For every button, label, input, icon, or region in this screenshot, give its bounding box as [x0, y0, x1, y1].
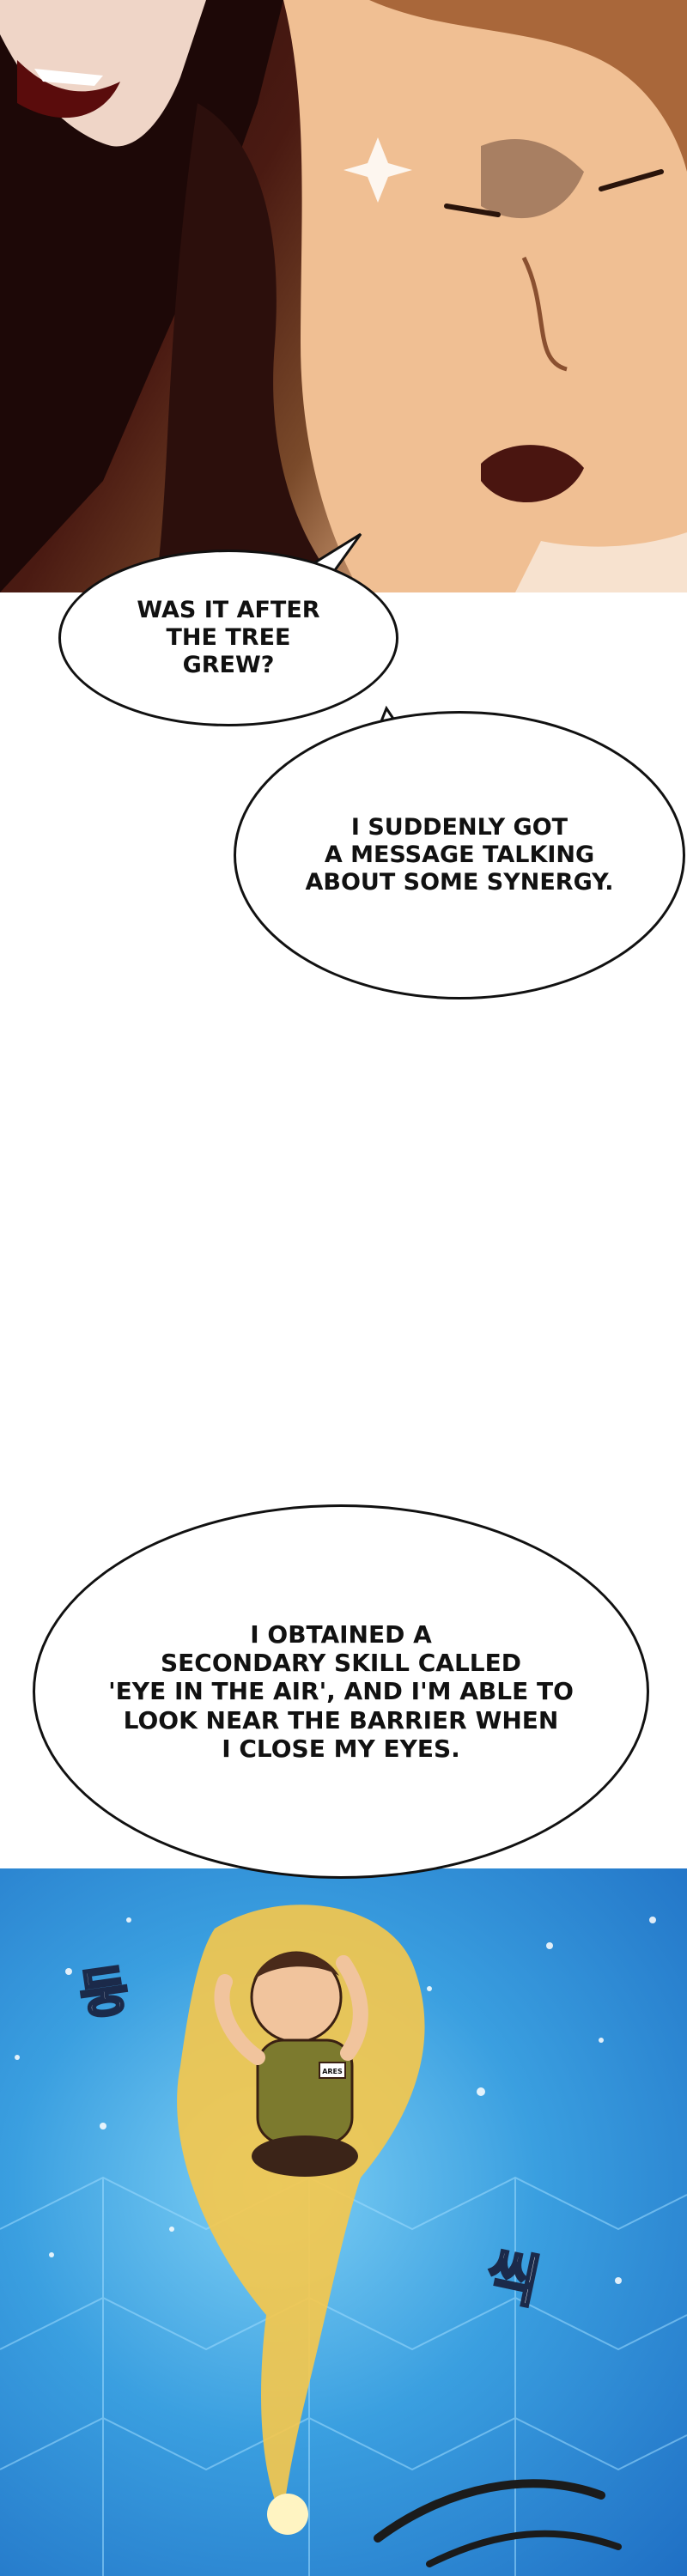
speech-bubble-3-text: I OBTAINED A SECONDARY SKILL CALLED 'EYE…	[108, 1620, 574, 1763]
light-point	[267, 2494, 308, 2535]
chibi-legs-shape	[252, 2136, 358, 2177]
speech-bubble-2-text: I SUDDENLY GOT A MESSAGE TALKING ABOUT S…	[305, 814, 614, 896]
open-mouth-shape	[481, 445, 584, 503]
sparkle-icon	[344, 137, 412, 203]
chibi-hair-shape	[253, 1952, 339, 1980]
motion-stroke-2	[426, 2530, 622, 2567]
left-mouth-shape	[17, 60, 120, 118]
glow-aura-shape	[177, 1905, 425, 2521]
top-panel-artwork	[0, 0, 687, 592]
chibi-arm-right	[336, 1955, 368, 2061]
closed-eye-right	[599, 169, 664, 191]
sparkle-particles	[15, 1917, 656, 2284]
hair-shape	[369, 0, 687, 172]
chibi-badge-text: ARES	[322, 2068, 343, 2075]
chibi-body-shape	[256, 2038, 354, 2145]
speech-bubble-3: I OBTAINED A SECONDARY SKILL CALLED 'EYE…	[33, 1504, 649, 1879]
sound-effect-1: 둥	[74, 1957, 134, 2028]
left-face-shape	[0, 0, 206, 147]
left-teeth-shape	[34, 69, 103, 86]
closed-eye-left	[444, 204, 501, 217]
bottom-panel-artwork: ARES	[0, 1905, 687, 2576]
speech-bubble-1-text: WAS IT AFTER THE TREE GREW?	[137, 597, 320, 678]
nose-shape	[521, 256, 568, 372]
motion-stroke-1	[374, 2479, 605, 2543]
speech-bubble-2: I SUDDENLY GOT A MESSAGE TALKING ABOUT S…	[234, 711, 685, 999]
jacket-shape	[155, 103, 344, 592]
hand-shape	[515, 532, 687, 592]
chibi-badge	[319, 2062, 346, 2079]
bottom-comic-panel: ARES	[0, 1868, 687, 2576]
top-comic-panel	[0, 0, 687, 592]
chibi-arm-left	[214, 1974, 265, 2065]
eye-shadow-shape	[481, 138, 584, 219]
right-face-shape	[283, 0, 687, 592]
speech-bubble-1: WAS IT AFTER THE TREE GREW?	[58, 550, 398, 726]
